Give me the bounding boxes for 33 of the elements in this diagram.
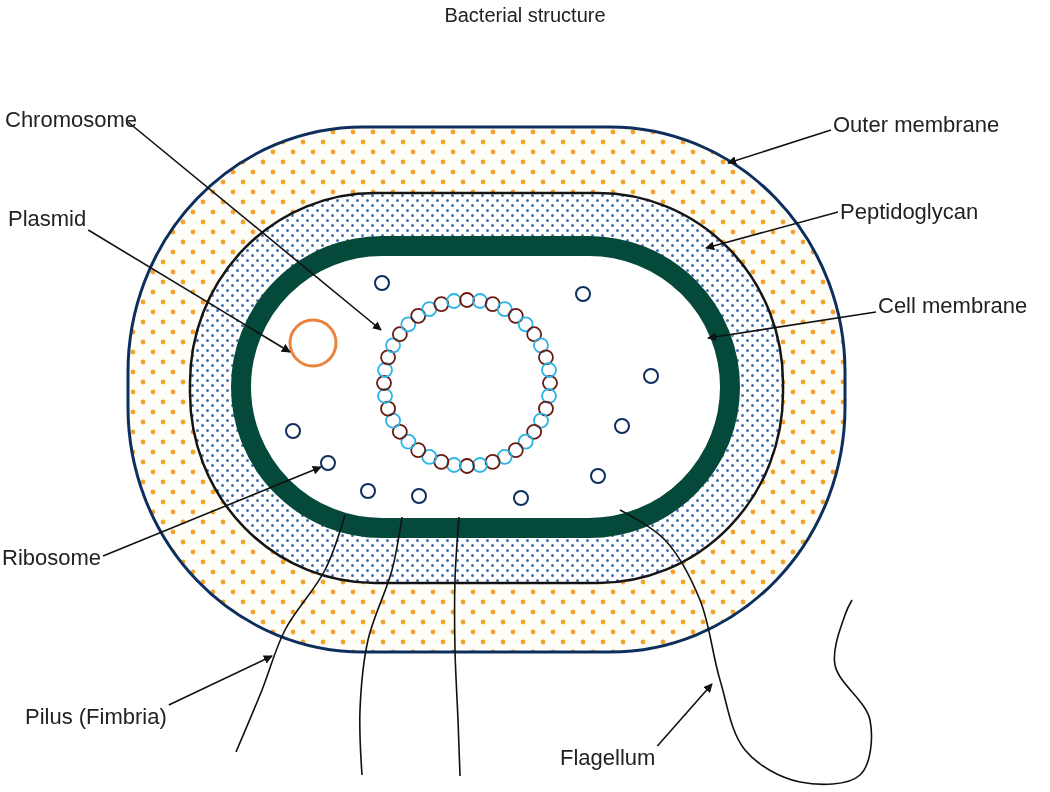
leader-line	[707, 311, 877, 342]
part-label: Cell membrane	[878, 292, 1038, 319]
ribosome-circle	[513, 490, 529, 506]
ribosome-circle	[285, 423, 301, 439]
leader-line	[102, 465, 322, 557]
part-label: Peptidoglycan	[840, 198, 979, 225]
ribosome-circle	[614, 418, 630, 434]
ribosome-circle	[575, 286, 591, 302]
ribosome-circle	[590, 468, 606, 484]
chromosome-ring	[376, 292, 558, 474]
ribosome-circle	[360, 483, 376, 499]
part-label: Pilus (Fimbria)	[25, 703, 167, 730]
leader-line	[87, 229, 291, 353]
plasmid-circle	[288, 318, 338, 368]
pilus-drawing	[235, 514, 346, 753]
cell-membrane	[231, 236, 740, 538]
leader-line	[705, 211, 839, 251]
part-label: Ribosome	[2, 544, 102, 571]
ribosome-circle	[320, 455, 336, 471]
leader-line	[656, 683, 713, 747]
ribosome-circle	[411, 488, 427, 504]
leader-line	[727, 129, 832, 165]
pilus-drawing	[453, 516, 461, 777]
part-label: Chromosome	[5, 106, 138, 133]
pilus-drawing	[359, 516, 403, 776]
leader-line	[127, 121, 382, 331]
part-label: Flagellum	[560, 744, 656, 771]
ribosome-circle	[643, 368, 659, 384]
part-label: Plasmid	[8, 205, 87, 232]
title: Bacterial structure	[443, 4, 607, 27]
part-label: Outer membrane	[833, 111, 1000, 138]
ribosome-circle	[374, 275, 390, 291]
leader-line	[168, 655, 273, 706]
